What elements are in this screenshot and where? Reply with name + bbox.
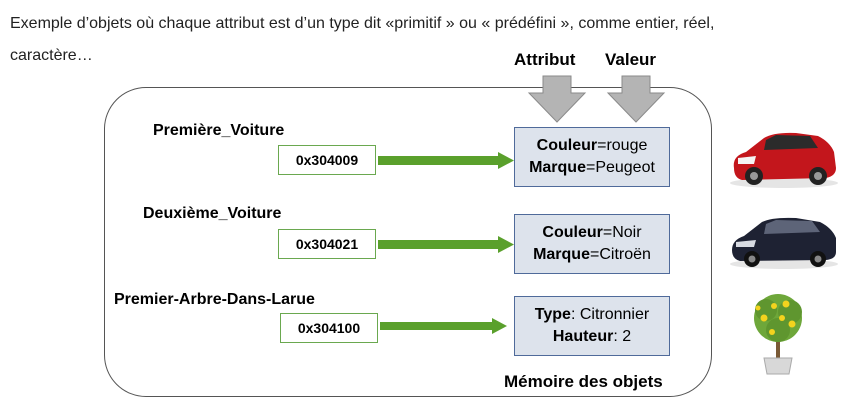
attr-line: Marque=Citroën (533, 246, 651, 263)
attr-line: Marque=Peugeot (529, 159, 655, 176)
attribut-header: Attribut (514, 50, 576, 69)
object-name-2: Deuxième_Voiture (143, 205, 282, 222)
attribut-down-arrow (527, 75, 587, 123)
lemon-tree-image (754, 294, 802, 375)
valeur-down-arrow (606, 75, 666, 123)
value-box-2: Couleur=Noir Marque=Citroën (514, 214, 670, 274)
address-box-1: 0x304009 (278, 145, 376, 175)
object-name-3: Premier-Arbre-Dans-Larue (114, 291, 315, 308)
intro-line-1: Exemple d’objets où chaque attribut est … (10, 15, 715, 32)
attr-line: Couleur=rouge (536, 137, 648, 154)
memory-region (104, 87, 712, 397)
attr-line: Couleur=Noir (542, 224, 642, 241)
attr-line: Hauteur: 2 (552, 328, 632, 345)
valeur-header: Valeur (605, 50, 657, 69)
red-car-image (730, 132, 838, 188)
pointer-arrow-2 (378, 236, 514, 253)
pointer-arrow-1 (378, 152, 514, 169)
pointer-arrow-3 (380, 318, 507, 334)
intro-text: Exemple d’objets où chaque attribut est … (10, 8, 850, 72)
value-box-3: Type: Citronnier Hauteur: 2 (514, 296, 670, 356)
dark-car-image (730, 217, 838, 269)
address-box-2: 0x304021 (278, 229, 376, 259)
attr-line: Type: Citronnier (534, 306, 650, 323)
object-name-1: Première_Voiture (153, 122, 285, 139)
memory-label: Mémoire des objets (504, 372, 663, 391)
intro-line-2: caractère… (10, 47, 93, 64)
address-box-3: 0x304100 (280, 313, 378, 343)
value-box-1: Couleur=rouge Marque=Peugeot (514, 127, 670, 187)
